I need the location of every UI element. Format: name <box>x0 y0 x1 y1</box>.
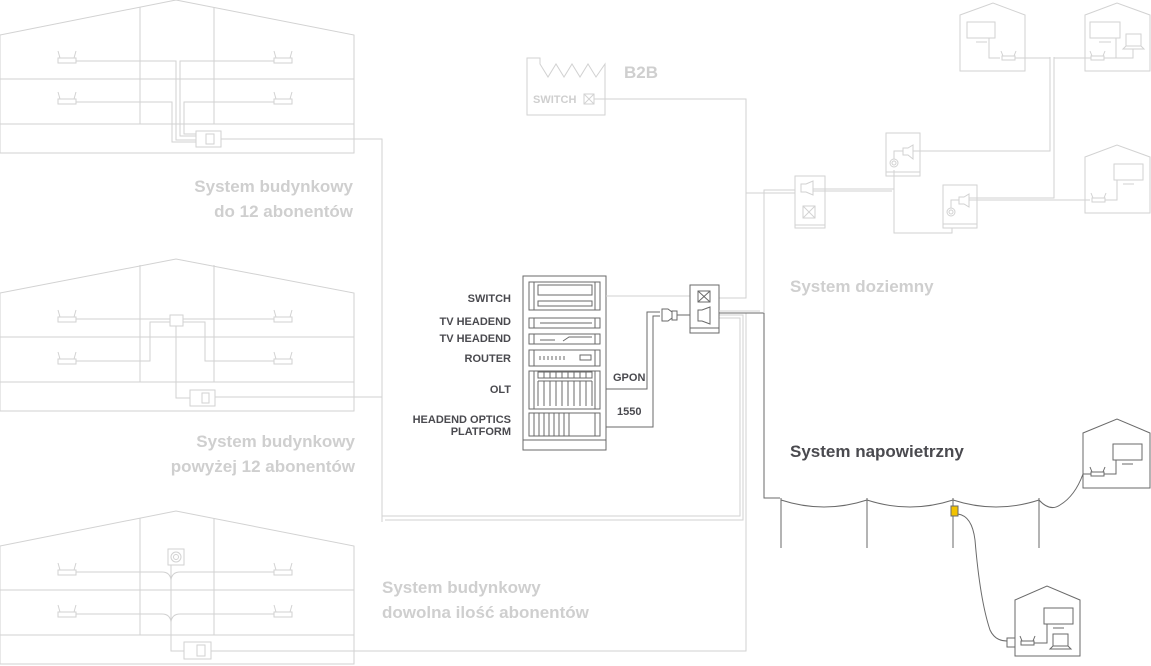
router-icon <box>57 91 77 105</box>
router-icon <box>57 351 77 365</box>
optical-splitter-icon <box>189 389 216 407</box>
house-icon <box>1054 2 1151 72</box>
router-icon <box>1019 635 1036 646</box>
building-any-title: System budynkowy dowolna ilość abonentów <box>382 575 589 625</box>
laptop-icon <box>1048 633 1073 650</box>
rack-label-tv-headend-1: TV HEADEND <box>439 316 511 328</box>
optical-splitter-icon <box>183 641 212 660</box>
headend-line2: PLATFORM <box>450 426 511 438</box>
router-icon <box>1000 50 1017 61</box>
splice-box-icon <box>950 505 959 517</box>
tv-icon <box>1112 443 1143 465</box>
tv-icon <box>1089 21 1121 43</box>
tv-icon <box>966 21 996 43</box>
building-any-line1: System budynkowy <box>382 578 541 597</box>
building-small <box>0 0 383 520</box>
building-medium-line1: System budynkowy <box>196 432 355 451</box>
tv-icon <box>1113 163 1144 185</box>
building-any <box>0 313 747 665</box>
router-icon <box>273 309 293 323</box>
router-icon <box>273 351 293 365</box>
antenna-icon <box>167 548 185 566</box>
b2b-label: B2B <box>624 63 659 82</box>
rack-label-router: ROUTER <box>464 353 511 365</box>
aerial-system <box>764 473 1084 642</box>
router-icon <box>273 562 293 576</box>
router-icon <box>57 50 77 64</box>
wavelength-label: 1550 <box>617 406 642 418</box>
router-icon <box>57 562 77 576</box>
switch-icon <box>802 205 816 219</box>
rack-label-headend-optics: HEADEND OPTICS PLATFORM <box>413 414 511 438</box>
router-icon <box>1090 192 1107 203</box>
router-icon <box>57 309 77 323</box>
router-icon <box>1089 466 1106 477</box>
house-icon <box>959 2 1050 72</box>
building-medium-title: System budynkowy powyżej 12 abonentów <box>150 429 355 479</box>
rack-label-olt: OLT <box>489 384 511 396</box>
server-rack-icon <box>522 275 607 451</box>
distribution-box-icon <box>169 314 184 327</box>
tv-icon <box>1043 607 1074 629</box>
house-icon <box>1084 144 1151 214</box>
underground-title: System doziemny <box>790 277 934 296</box>
gpon-label: GPON <box>613 372 646 384</box>
router-icon <box>273 50 293 64</box>
laptop-icon <box>1121 33 1146 50</box>
router-icon <box>1089 50 1106 61</box>
building-small-line2: do 12 abonentów <box>214 202 353 221</box>
central-splitter-icon <box>689 284 720 334</box>
router-icon <box>273 604 293 618</box>
rack-label-tv-headend-2: TV HEADEND <box>439 333 511 345</box>
underground-system <box>763 57 1090 313</box>
house-icon <box>1006 585 1081 657</box>
building-small-line1: System budynkowy <box>194 177 353 196</box>
amplifier-icon <box>661 308 678 322</box>
rack-label-switch: SWITCH <box>467 293 511 305</box>
building-medium-line2: powyżej 12 abonentów <box>170 457 355 476</box>
house-icon <box>1082 418 1151 489</box>
building-small-title: System budynkowy do 12 abonentów <box>150 174 353 224</box>
router-icon <box>273 91 293 105</box>
router-icon <box>57 604 77 618</box>
building-medium <box>0 258 382 412</box>
aerial-title: System napowietrzny <box>790 442 964 461</box>
switch-icon <box>583 93 595 105</box>
factory-icon <box>526 57 606 116</box>
building-any-line2: dowolna ilość abonentów <box>382 603 589 622</box>
optical-splitter-icon <box>195 130 222 148</box>
headend-line1: HEADEND OPTICS <box>412 414 511 426</box>
b2b-switch-label: SWITCH <box>533 94 577 106</box>
